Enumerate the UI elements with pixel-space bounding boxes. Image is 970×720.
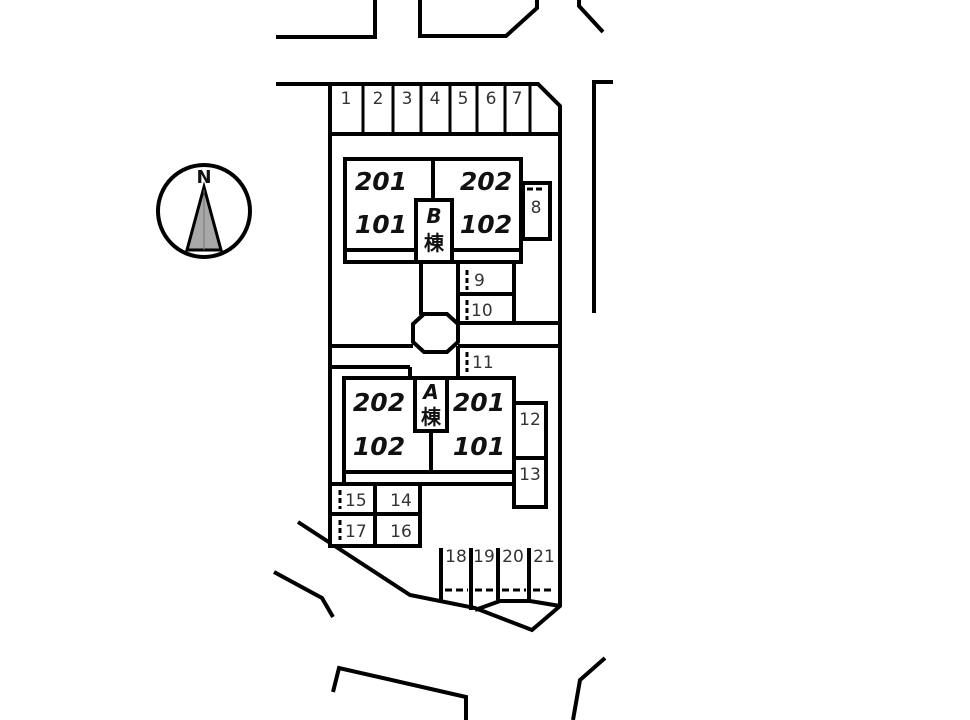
parking-space-16: 16 — [390, 522, 412, 542]
parking-space-9: 9 — [474, 271, 485, 291]
unit-b-101: 101 — [355, 210, 407, 239]
unit-b-202: 202 — [460, 167, 512, 196]
parking-space-6: 6 — [486, 89, 497, 109]
parking-space-12-box — [512, 401, 548, 460]
parking-space-2: 2 — [373, 89, 384, 109]
parking-space-8: 8 — [531, 198, 542, 218]
parking-space-5: 5 — [458, 89, 469, 109]
parking-space-8-box — [521, 181, 552, 241]
building-a-label: A — [421, 380, 438, 404]
unit-a-102: 102 — [353, 432, 405, 461]
building-b-label: B — [426, 204, 441, 228]
parking-space-11: 11 — [472, 353, 494, 373]
building-a — [342, 376, 516, 486]
building-b-suffix: 棟 — [424, 231, 445, 255]
site-boundary — [296, 82, 562, 633]
compass-north-label: N — [196, 167, 211, 188]
building-a-suffix: 棟 — [421, 405, 442, 429]
parking-space-13: 13 — [519, 465, 541, 485]
parking-space-7: 7 — [512, 89, 523, 109]
unit-a-101: 101 — [453, 432, 505, 461]
parking-space-14: 14 — [390, 491, 412, 511]
surrounding-roads — [273, 0, 613, 720]
parking-space-19: 19 — [473, 547, 495, 567]
parking-space-17: 17 — [345, 522, 367, 542]
north-compass-icon — [156, 163, 252, 259]
parking-space-15: 15 — [345, 491, 367, 511]
parking-space-3: 3 — [402, 89, 413, 109]
parking-space-1: 1 — [341, 89, 352, 109]
parking-block-14-17 — [328, 482, 422, 548]
unit-a-201: 201 — [453, 388, 505, 417]
parking-row-top — [330, 84, 560, 136]
unit-a-202: 202 — [353, 388, 405, 417]
parking-space-12: 12 — [519, 410, 541, 430]
parking-space-21: 21 — [533, 547, 555, 567]
parking-space-18: 18 — [445, 547, 467, 567]
parking-space-10: 10 — [471, 301, 493, 321]
unit-b-102: 102 — [460, 210, 512, 239]
unit-b-201: 201 — [355, 167, 407, 196]
parking-space-13-box — [512, 456, 548, 509]
central-walkway — [330, 260, 560, 378]
parking-row-bottom — [439, 548, 561, 612]
parking-space-4: 4 — [430, 89, 441, 109]
parking-space-20: 20 — [502, 547, 524, 567]
